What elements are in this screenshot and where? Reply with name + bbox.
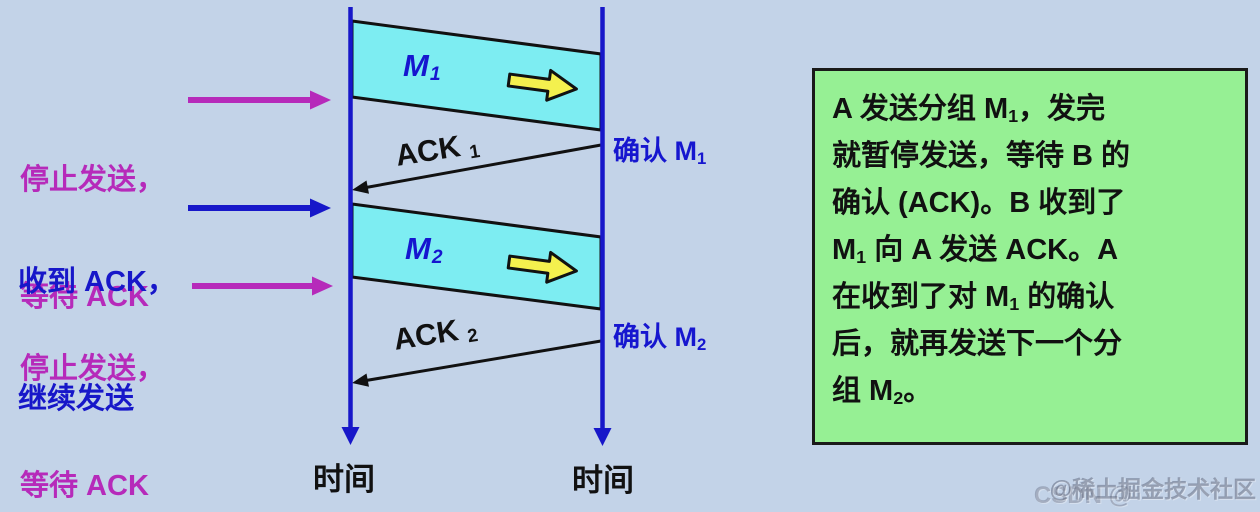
confirm-m1-label: 确认 M1 (613, 136, 707, 168)
packet-m2-label: M2 (405, 231, 444, 269)
ack1-arrow (352, 143, 602, 194)
annotation-text: 停止发送， (20, 353, 166, 385)
continue-send-pointer-arrow (188, 198, 331, 218)
timeline-a-label: 时间 (313, 462, 375, 497)
annotation-text: 停止发送， (20, 164, 166, 196)
packet-m1-direction-arrow-icon (506, 68, 578, 102)
annotation-text: 等待 ACK (20, 281, 149, 313)
timeline-b-label: 时间 (572, 463, 634, 498)
note-box-line: 确认 (ACK)。B 收到了 (832, 187, 1126, 219)
note-box-line: 在收到了对 M1 的确认 (832, 281, 1115, 314)
confirm-m2-label: 确认 M2 (613, 322, 707, 354)
ack2-arrow (352, 339, 602, 387)
packet-m1-label: M1 (403, 48, 442, 86)
stop-wait-2-pointer-arrow (192, 276, 333, 296)
packet-m2-parallelogram (350, 202, 603, 311)
note-box: A 发送分组 M1，发完就暂停发送，等待 B 的确认 (ACK)。B 收到了 M1… (812, 68, 1248, 445)
annotation-text: 继续发送 (18, 383, 135, 415)
note-box-line: A 发送分组 M1，发完 (832, 93, 1106, 126)
annotation-stop-wait-2: 停止发送， 等待 ACK (20, 272, 165, 512)
annotation-text: 收到 ACK， (18, 266, 176, 298)
note-box-line: 组 M2。 (832, 375, 933, 408)
note-box-line: M1 向 A 发送 ACK。A (832, 234, 1119, 267)
annotation-stop-wait-1: 停止发送， 等待 ACK (20, 83, 165, 395)
timeline-a-axis (341, 7, 360, 445)
timeline-b-axis (593, 7, 612, 446)
note-box-line: 就暂停发送，等待 B 的 (832, 140, 1131, 172)
annotation-received-ack-continue: 收到 ACK， 继续发送 (18, 185, 176, 497)
packet-m1-parallelogram (350, 19, 603, 132)
note-box-line: 后，就再发送下一个分 (832, 328, 1123, 360)
stop-wait-1-pointer-arrow (188, 90, 331, 110)
packet-m2-direction-arrow-icon (506, 250, 578, 284)
annotation-text: 等待 ACK (20, 470, 149, 502)
